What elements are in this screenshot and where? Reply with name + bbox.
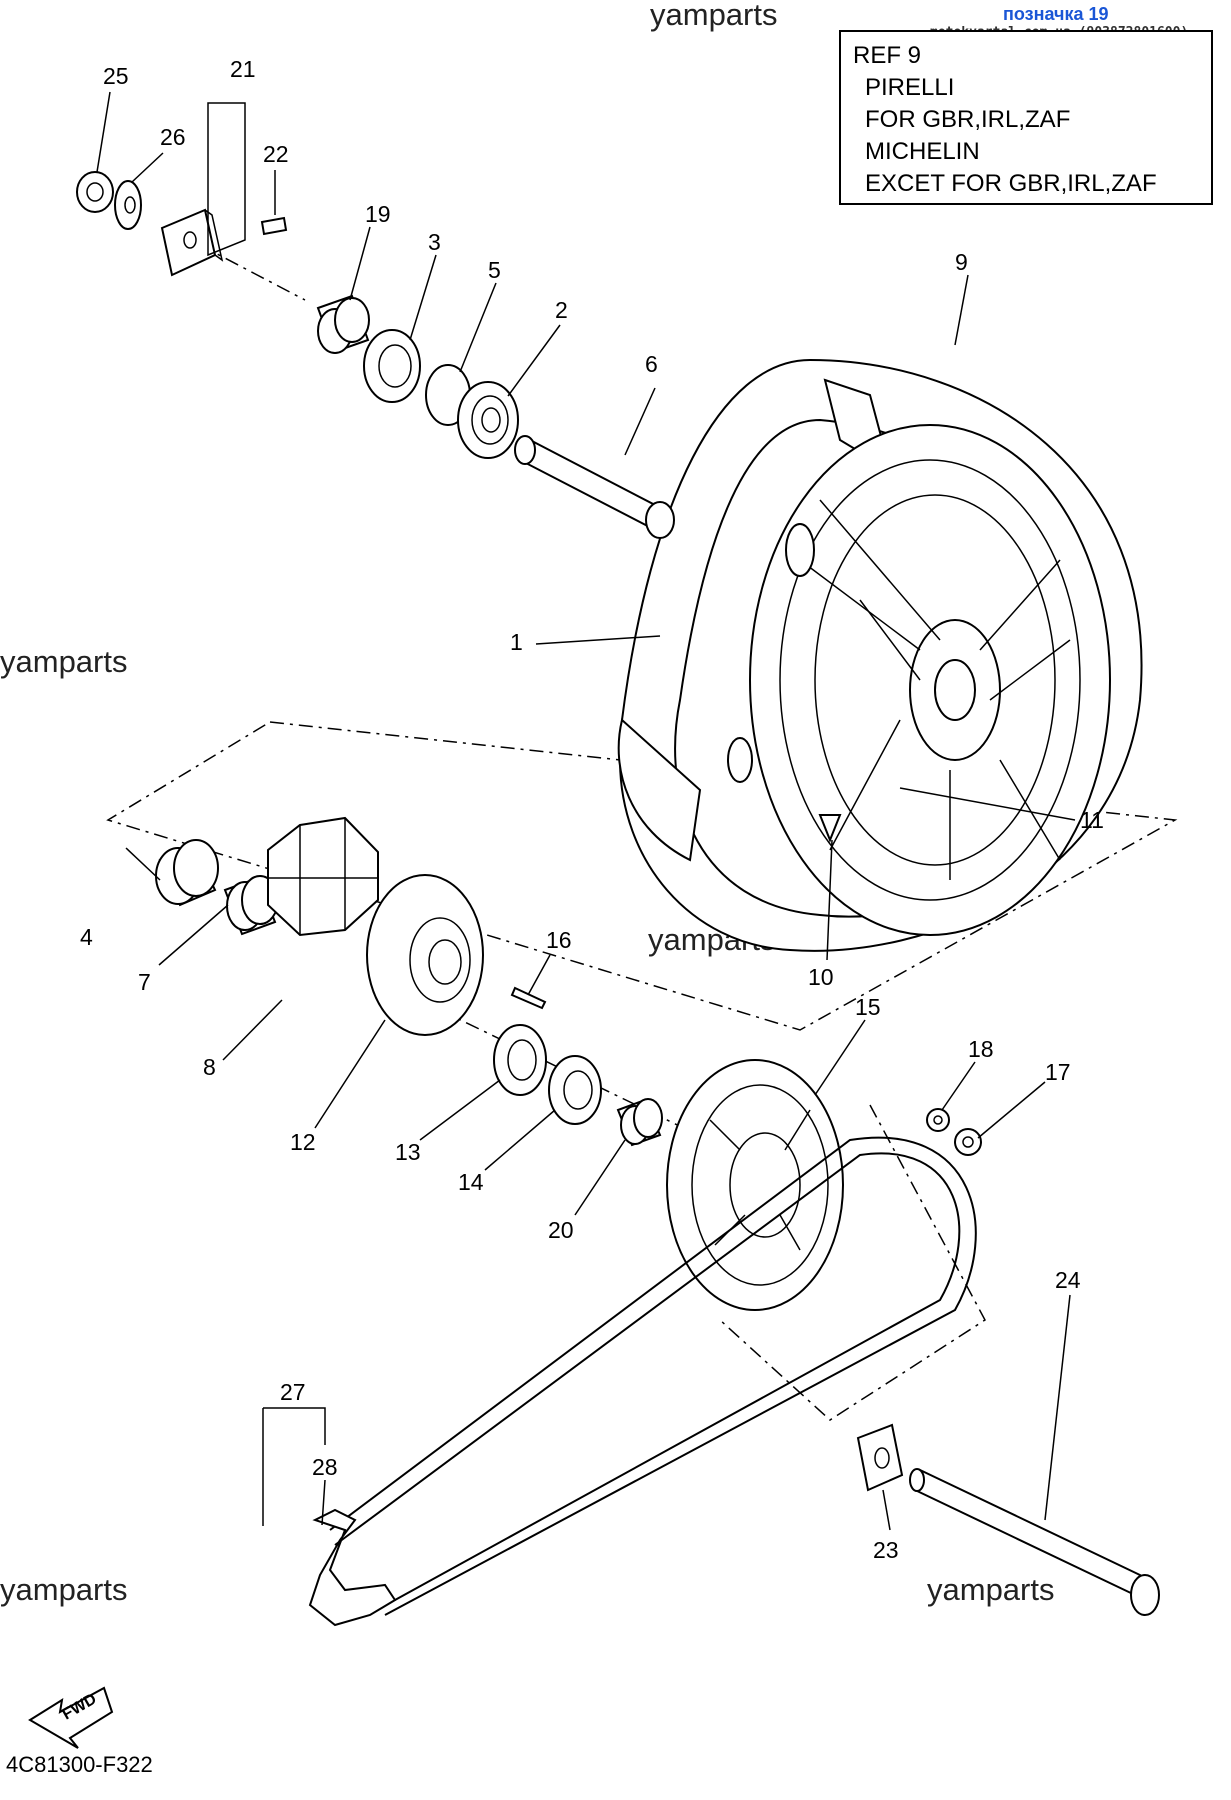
callout-26: 26 bbox=[160, 124, 186, 150]
bearing-2 bbox=[457, 381, 519, 459]
oil-seal-14 bbox=[548, 1055, 602, 1125]
callout-18: 18 bbox=[968, 1036, 994, 1062]
chain-puller-23 bbox=[856, 1423, 904, 1492]
watermark: yamparts bbox=[0, 644, 127, 679]
collar-7 bbox=[223, 875, 279, 936]
leader-line bbox=[349, 226, 371, 301]
leader-line bbox=[535, 635, 661, 645]
callout-2: 2 bbox=[555, 297, 568, 323]
callout-14: 14 bbox=[458, 1169, 484, 1195]
leader-line bbox=[941, 1061, 976, 1111]
ref-line: PIRELLI bbox=[865, 74, 955, 101]
locknut-25 bbox=[76, 171, 114, 213]
leader-line bbox=[899, 787, 1076, 821]
damper-8 bbox=[267, 816, 379, 937]
assembly-outline bbox=[106, 721, 1178, 1031]
leader-line bbox=[484, 1109, 556, 1171]
leader-line bbox=[222, 999, 283, 1061]
leader-line bbox=[954, 274, 969, 346]
callout-13: 13 bbox=[395, 1139, 421, 1165]
callout-21: 21 bbox=[230, 56, 256, 82]
leader-line bbox=[882, 1489, 891, 1531]
spacer-6 bbox=[514, 435, 675, 539]
ref-title: REF 9 bbox=[853, 42, 922, 69]
callout-22: 22 bbox=[263, 141, 289, 167]
drive-chain-27 bbox=[308, 1136, 977, 1627]
callout-17: 17 bbox=[1045, 1059, 1071, 1085]
diagram-tag: позначка 19 bbox=[1003, 4, 1109, 24]
callout-9: 9 bbox=[955, 249, 968, 275]
leader-line bbox=[125, 847, 161, 881]
wheel-axle-24 bbox=[909, 1468, 1160, 1616]
leader-line bbox=[624, 387, 656, 456]
leader-line bbox=[96, 91, 111, 173]
leader-line bbox=[574, 1139, 626, 1216]
callout-10: 10 bbox=[808, 964, 834, 990]
bolt-22 bbox=[260, 216, 288, 236]
ref-line: FOR GBR,IRL,ZAF bbox=[865, 106, 1071, 133]
bearing-4 bbox=[155, 839, 219, 907]
callout-16: 16 bbox=[546, 927, 572, 953]
bracket-27 bbox=[262, 1407, 326, 1526]
ref-line: EXCET FOR GBR,IRL,ZAF bbox=[865, 170, 1157, 197]
sprocket-15 bbox=[666, 1059, 844, 1311]
callout-15: 15 bbox=[855, 994, 881, 1020]
diagram-code: 4C81300-F322 bbox=[6, 1752, 153, 1777]
leader-line bbox=[419, 1079, 501, 1141]
callout-8: 8 bbox=[203, 1054, 216, 1080]
collar-20 bbox=[616, 1098, 663, 1147]
axis-line bbox=[199, 244, 306, 301]
chain-puller-21 bbox=[160, 208, 224, 277]
callout-5: 5 bbox=[488, 257, 501, 283]
forward-arrow-icon: FWD bbox=[28, 1686, 114, 1749]
watermark: yamparts bbox=[650, 0, 777, 32]
leader-line bbox=[977, 1081, 1046, 1139]
washer-18 bbox=[926, 1108, 950, 1132]
assembly-outline bbox=[719, 1104, 986, 1421]
oil-seal-3 bbox=[363, 329, 421, 403]
leader-line bbox=[314, 1019, 386, 1129]
reference-note-box: REF 9 PIRELLI FOR GBR,IRL,ZAF MICHELIN E… bbox=[839, 30, 1213, 205]
leader-line bbox=[1044, 1294, 1071, 1521]
clutch-hub-12 bbox=[366, 874, 484, 1036]
callout-20: 20 bbox=[548, 1217, 574, 1243]
callout-19: 19 bbox=[365, 201, 391, 227]
bearing-13 bbox=[493, 1024, 547, 1096]
watermark: yamparts bbox=[0, 1572, 127, 1607]
callout-27: 27 bbox=[280, 1379, 306, 1405]
leader-line bbox=[131, 152, 164, 183]
callout-11: 11 bbox=[1080, 807, 1104, 833]
stud-bolt-16 bbox=[510, 986, 547, 1010]
leader-line bbox=[527, 954, 551, 996]
callout-24: 24 bbox=[1055, 1267, 1081, 1293]
bracket-21 bbox=[207, 102, 246, 257]
leader-line bbox=[459, 282, 497, 373]
ref-line: MICHELIN bbox=[865, 138, 980, 165]
watermark: yamparts bbox=[927, 1572, 1054, 1607]
callout-25: 25 bbox=[103, 63, 129, 89]
locknut-17 bbox=[954, 1128, 982, 1156]
callout-7: 7 bbox=[138, 969, 151, 995]
leader-line bbox=[826, 839, 833, 961]
leader-line bbox=[814, 1019, 866, 1096]
washer-26 bbox=[114, 180, 142, 230]
callout-1: 1 bbox=[510, 629, 523, 655]
leader-line bbox=[158, 904, 229, 966]
tire-valve bbox=[818, 814, 842, 843]
leader-line bbox=[507, 324, 561, 397]
rear-wheel-rim bbox=[727, 424, 1111, 936]
callout-23: 23 bbox=[873, 1537, 899, 1563]
callout-12: 12 bbox=[290, 1129, 316, 1155]
leader-line bbox=[409, 254, 437, 341]
callout-28: 28 bbox=[312, 1454, 338, 1480]
collar-19 bbox=[316, 294, 370, 354]
callout-3: 3 bbox=[428, 229, 441, 255]
callout-4: 4 bbox=[80, 924, 93, 950]
callout-6: 6 bbox=[645, 351, 658, 377]
